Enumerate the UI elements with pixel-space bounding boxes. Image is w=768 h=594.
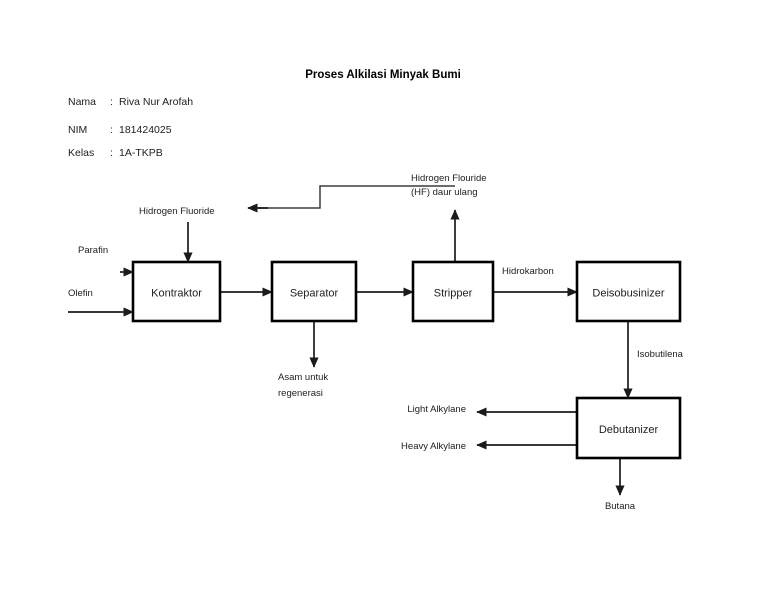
stream-label-light-alkylane: Light Alkylane (407, 404, 466, 415)
meta-value-kelas: 1A-TKPB (119, 147, 163, 159)
unit-stripper-label: Stripper (434, 288, 473, 300)
stream-label-heavy-alkylane: Heavy Alkylane (401, 441, 466, 452)
unit-separator-box (270, 260, 358, 323)
stream-label-hf-recycle-line2: (HF) daur ulang (411, 187, 478, 198)
stream-label-hidrokarbon: Hidrokarbon (502, 266, 554, 277)
unit-deisobusinizer-box (575, 260, 682, 323)
meta-label-kelas: Kelas (68, 147, 94, 159)
stream-label-hf-recycle-line1: Hidrogen Flouride (411, 173, 487, 184)
stream-label-asam-line2: regenerasi (278, 388, 323, 399)
meta-separator-nim: : (110, 124, 113, 136)
unit-debutanizer-label: Debutanizer (599, 424, 659, 436)
meta-separator-nama: : (110, 96, 113, 108)
unit-separator[interactable]: Separator (270, 260, 358, 323)
meta-label-nim: NIM (68, 124, 87, 136)
flow-hf-recycle-path (252, 185, 455, 209)
unit-kontraktor-label: Kontraktor (151, 288, 202, 300)
stream-label-asam-line1: Asam untuk (278, 372, 328, 383)
stream-label-hidrogen-fluoride: Hidrogen Fluoride (139, 206, 215, 217)
unit-debutanizer[interactable]: Debutanizer (575, 396, 682, 460)
meta-separator-kelas: : (110, 147, 113, 159)
unit-deisobusinizer[interactable]: Deisobusinizer (575, 260, 682, 323)
stream-label-parafin: Parafin (78, 245, 108, 256)
unit-separator-label: Separator (290, 288, 339, 300)
unit-stripper[interactable]: Stripper (411, 260, 495, 323)
meta-label-nama: Nama (68, 96, 96, 108)
unit-stripper-box (411, 260, 495, 323)
stream-label-olefin: Olefin (68, 288, 93, 299)
unit-debutanizer-box (575, 396, 682, 460)
stream-label-butana: Butana (605, 501, 636, 512)
unit-kontraktor-box (131, 260, 222, 323)
unit-deisobusinizer-label: Deisobusinizer (592, 288, 664, 300)
meta-value-nama: Riva Nur Arofah (119, 96, 193, 108)
unit-kontraktor[interactable]: Kontraktor (131, 260, 222, 323)
stream-label-isobutilena: Isobutilena (637, 349, 684, 360)
meta-value-nim: 181424025 (119, 124, 172, 136)
page-title: Proses Alkilasi Minyak Bumi (305, 69, 461, 81)
